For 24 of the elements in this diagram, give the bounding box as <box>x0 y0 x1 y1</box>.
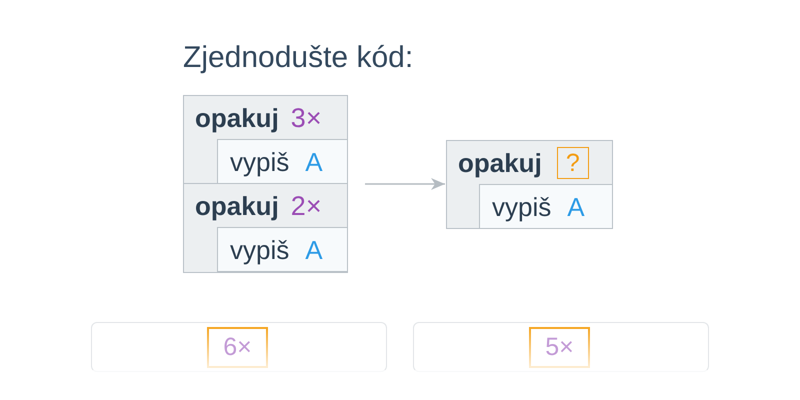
argument-letter: A <box>567 192 585 222</box>
code-block <box>217 139 348 184</box>
repeat-count: 2× <box>290 191 322 221</box>
code-block <box>183 183 348 273</box>
title: Zjednodušte kód: <box>183 40 414 76</box>
answer-option: 6× <box>207 327 268 368</box>
argument-letter: A <box>305 235 323 265</box>
command-keyword: vypiš <box>492 192 552 222</box>
command-keyword: vypiš <box>230 147 290 177</box>
code-block <box>479 184 613 229</box>
answer-card <box>91 322 387 372</box>
argument-letter: A <box>305 147 323 177</box>
code-block <box>446 140 613 229</box>
repeat-count: 3× <box>290 103 322 133</box>
answer-field: ? <box>556 147 589 179</box>
answer-option: 5× <box>529 327 590 368</box>
command-keyword: opakuj <box>458 148 542 178</box>
code-block <box>183 95 348 185</box>
code-block <box>217 227 348 272</box>
command-keyword: opakuj <box>195 191 279 221</box>
answer-card <box>413 322 709 372</box>
command-keyword: opakuj <box>195 103 279 133</box>
arrow <box>365 178 445 190</box>
command-keyword: vypiš <box>230 235 290 265</box>
